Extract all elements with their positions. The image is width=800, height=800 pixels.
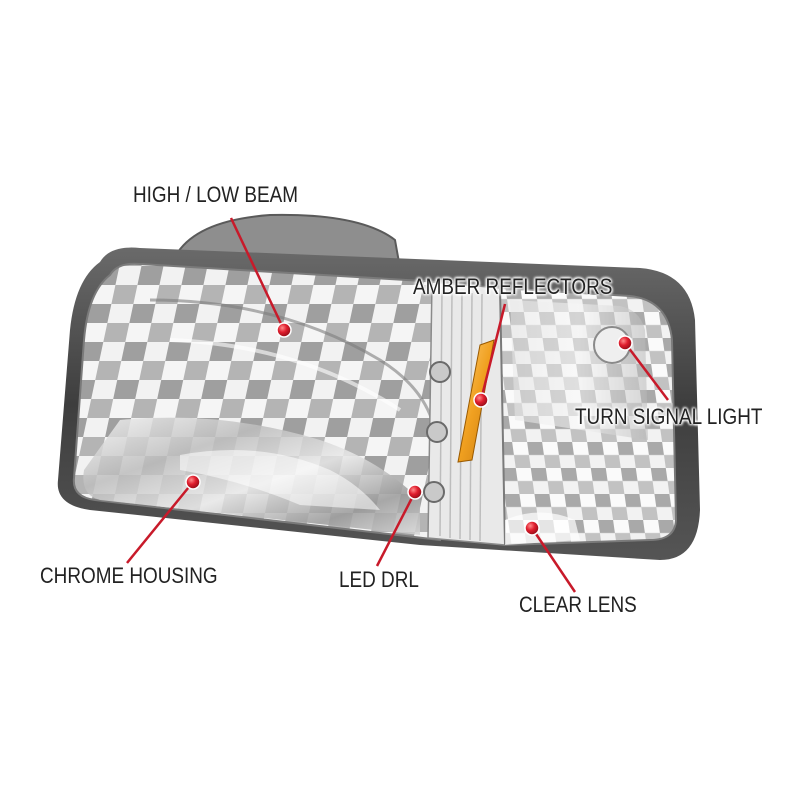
marker-led-drl — [407, 484, 423, 500]
label-chrome-housing: CHROME HOUSING — [40, 563, 218, 588]
label-high-low-beam: HIGH / LOW BEAM — [133, 182, 299, 207]
callout-markers — [185, 322, 633, 536]
leader-clear-lens — [530, 527, 577, 593]
clear-lens-glow — [505, 512, 580, 545]
leader-lines — [126, 217, 669, 593]
leader-chrome-housing — [126, 481, 194, 564]
led-bulbs — [423, 361, 451, 503]
marker-chrome-housing — [185, 474, 201, 490]
label-clear-lens: CLEAR LENS — [519, 592, 637, 617]
leader-high-low-beam — [229, 217, 286, 331]
label-led-drl: LED DRL — [339, 567, 419, 592]
marker-high-low-beam — [276, 322, 292, 338]
leader-turn-signal — [624, 342, 669, 401]
reflector-curve-2 — [169, 338, 402, 412]
leader-led-drl — [375, 491, 417, 567]
label-turn-signal-light: TURN SIGNAL LIGHT — [575, 404, 763, 429]
divider-ribs — [439, 289, 483, 542]
leader-amber-reflectors — [479, 303, 507, 401]
label-amber-reflectors: AMBER REFLECTORS — [413, 274, 613, 299]
marker-turn-signal — [617, 335, 633, 351]
marker-amber-reflectors — [473, 392, 489, 408]
reflector-curve — [149, 298, 434, 421]
marker-clear-lens — [524, 520, 540, 536]
bowl-reflection — [180, 450, 380, 510]
